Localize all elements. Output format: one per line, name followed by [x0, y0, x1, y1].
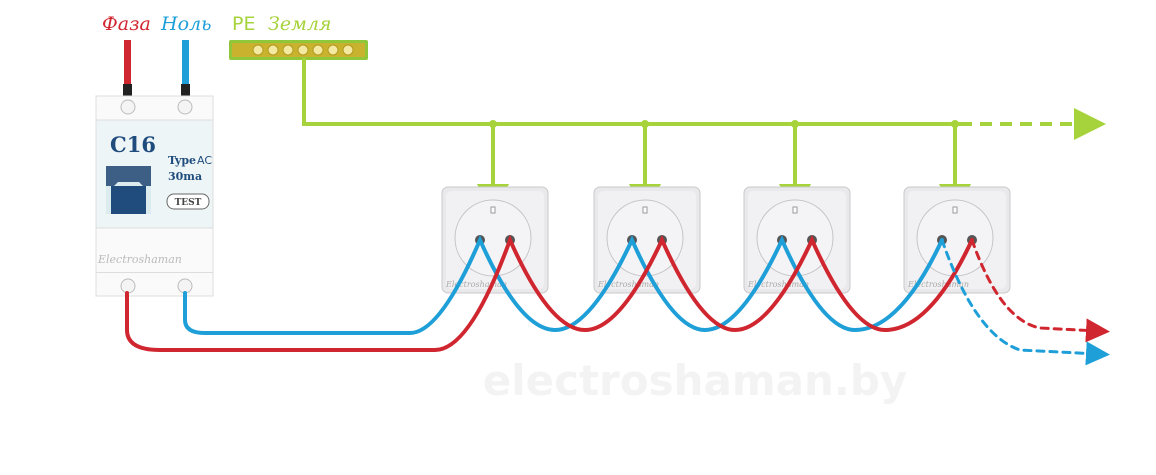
rcd-breaker: C16 Type AC 30ma TEST Electroshaman	[95, 95, 214, 297]
ground-junction	[641, 120, 649, 128]
socket-3: Electroshaman	[743, 186, 851, 294]
bus-screw	[312, 44, 324, 56]
bus-screw	[342, 44, 354, 56]
neutral-wire-continuation	[940, 238, 1110, 366]
bus-screw	[267, 44, 279, 56]
test-button[interactable]	[166, 193, 210, 210]
neutral-input-wire	[182, 40, 189, 88]
bus-screw	[327, 44, 339, 56]
phase-label: Фаза	[102, 13, 151, 35]
breaker-brand: Electroshaman	[97, 253, 182, 266]
socket-brand: Electroshaman	[747, 280, 809, 289]
ground-junction	[951, 120, 959, 128]
socket-brand: Electroshaman	[445, 280, 507, 289]
bus-screw	[282, 44, 294, 56]
pe-label: PE	[232, 13, 255, 35]
phase-wire	[125, 234, 974, 352]
breaker-lever[interactable]	[111, 186, 146, 214]
bus-screw	[252, 44, 264, 56]
ground-bus-bar	[229, 40, 368, 60]
breaker-type: Type	[168, 154, 196, 167]
socket-brand: Electroshaman	[597, 280, 659, 289]
breaker-type-value: AC	[197, 154, 212, 167]
bus-screw	[297, 44, 309, 56]
watermark: electroshaman.by	[483, 356, 908, 405]
breaker-rating: C16	[110, 132, 156, 157]
test-button-label: TEST	[175, 198, 202, 208]
ground-wiring	[302, 58, 1106, 216]
neutral-wire	[183, 235, 944, 335]
phase-wire-continuation	[970, 238, 1110, 343]
ground-label: Земля	[268, 13, 332, 35]
socket-2: Electroshaman	[593, 186, 701, 294]
ground-junction	[489, 120, 497, 128]
socket-brand: Electroshaman	[907, 280, 969, 289]
neutral-label: Ноль	[160, 13, 211, 35]
breaker-current: 30ma	[168, 170, 202, 183]
phase-input-wire	[124, 40, 131, 88]
ground-junction	[791, 120, 799, 128]
